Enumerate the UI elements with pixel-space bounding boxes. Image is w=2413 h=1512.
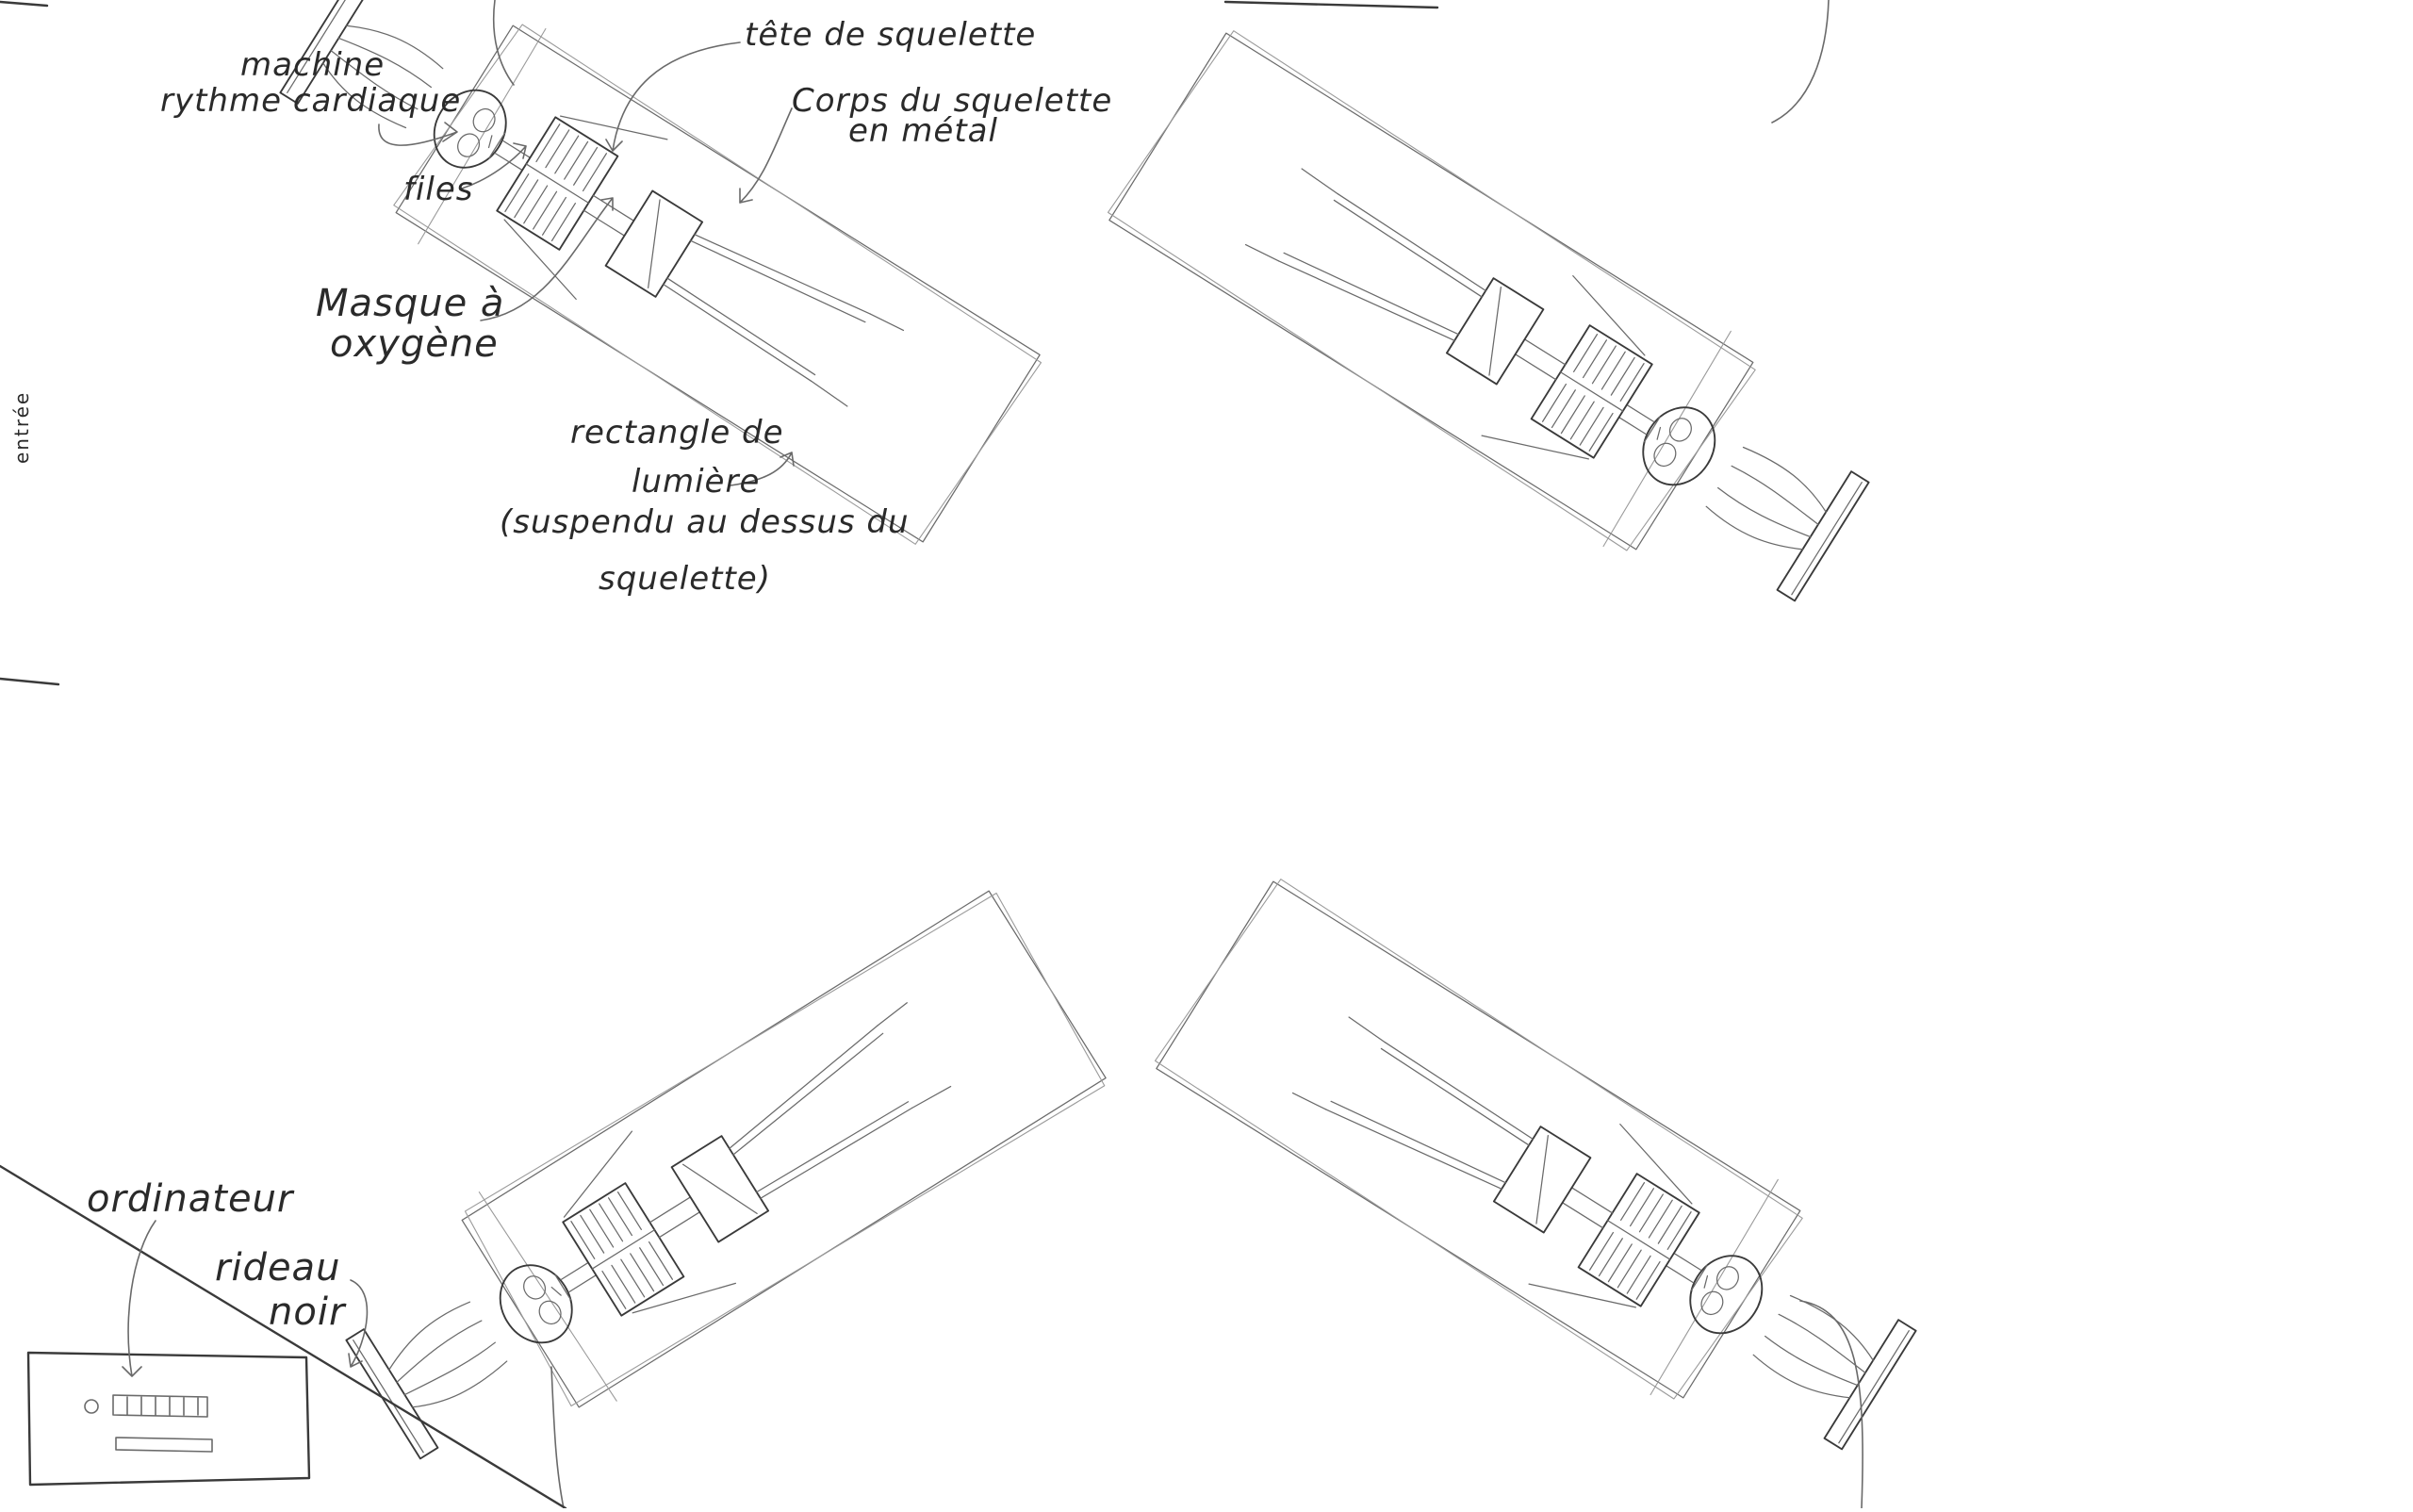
label-ordinateur: ordinateur	[87, 1177, 295, 1221]
stretcher-unit-bottom-left	[317, 876, 1118, 1505]
label-tete: tête de squelette	[745, 16, 1036, 54]
label-files: files	[403, 171, 474, 208]
top-right-cable	[1772, 0, 1829, 123]
label-corps-line2: en métal	[848, 112, 998, 150]
mouse	[85, 1400, 98, 1413]
label-suspendu-line2: squelette)	[599, 560, 771, 598]
keyboard	[113, 1395, 207, 1417]
computer-desk	[28, 1353, 309, 1485]
left-edge-stroke-top	[0, 2, 47, 6]
top-edge-stroke	[1225, 2, 1437, 8]
label-rideau-line1: rideau	[215, 1246, 340, 1290]
monitor-bar	[116, 1438, 212, 1452]
top-left-cable	[494, 0, 514, 85]
arrow-rideau	[349, 1280, 367, 1367]
label-rectangle-line1: rectangle de	[570, 414, 784, 452]
label-rideau-line2: noir	[269, 1290, 347, 1334]
left-edge-stroke-bottom	[0, 679, 58, 684]
label-entree: entrée	[10, 391, 33, 464]
label-masque-line2: oxygène	[330, 322, 499, 366]
stretcher-unit-top-right	[1097, 18, 1898, 648]
label-machine-line1: machine	[240, 46, 385, 84]
label-suspendu-line1: (suspendu au dessus du	[500, 503, 910, 541]
label-masque-line1: Masque à	[316, 282, 504, 325]
stretcher-unit-bottom-right	[1144, 866, 1945, 1496]
arrow-corps	[740, 108, 792, 203]
label-machine-line2: rythme cardiaque	[160, 82, 461, 120]
label-rectangle-line2: lumière	[632, 463, 760, 501]
